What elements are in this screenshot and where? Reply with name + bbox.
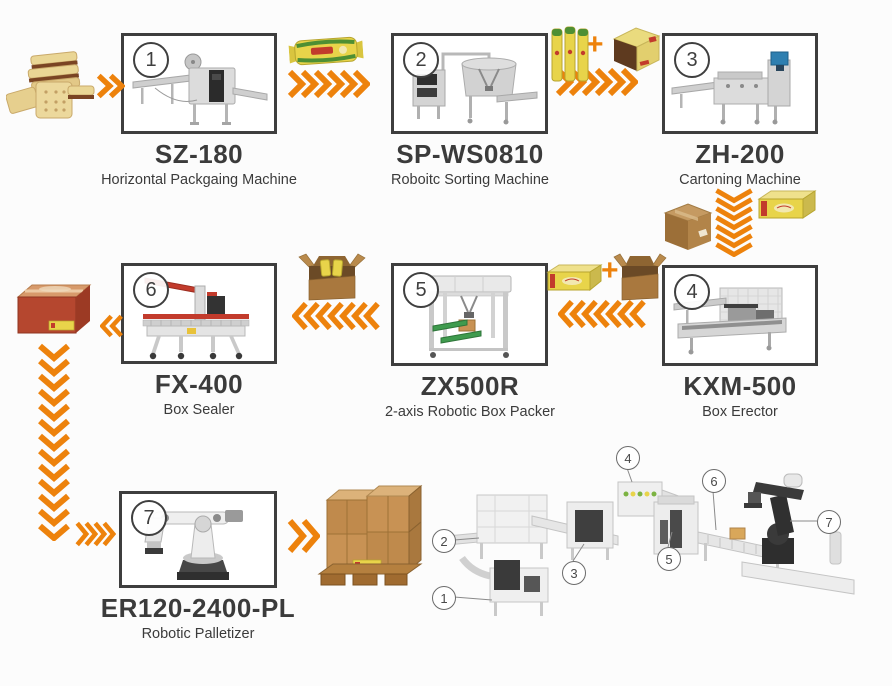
overview-callout-2: 2 (432, 529, 456, 553)
description-label-sz-180: Horizontal Packgaing Machine (101, 172, 297, 188)
flow-arrow-1-to-2 (287, 69, 372, 104)
station-caption-6: FX-400 Box Sealer (87, 369, 311, 418)
sz-180-machine-image (132, 53, 268, 125)
model-label-zh-200: ZH-200 (695, 139, 785, 169)
station-frame-zx500r: 5 (391, 263, 548, 366)
cardboard-box-image (663, 203, 713, 250)
station-caption-4: KXM-500 Box Erector (628, 371, 852, 420)
open-box-image (613, 253, 667, 301)
overview-callout-4: 4 (616, 446, 640, 470)
station-frame-fx-400: 6 (121, 263, 277, 364)
plus-icon: + (586, 28, 604, 61)
model-label-fx-400: FX-400 (154, 369, 244, 399)
flow-arrow-crackers-to-1 (96, 73, 126, 104)
model-label-sp-ws0810: SP-WS0810 (396, 139, 544, 169)
station-caption-7: ER120-2400-PL Robotic Palletizer (86, 593, 310, 642)
station-frame-sz-180: 1 (121, 33, 277, 134)
flow-arrow-4-to-5 (557, 299, 647, 334)
station-frame-kxm-500: 4 (662, 265, 818, 366)
station-frame-er120-2400-pl: 7 (119, 491, 277, 588)
kxm-500-machine-image (673, 287, 787, 355)
station-frame-zh-200: 3 (662, 33, 818, 134)
plus-icon: + (601, 254, 619, 287)
three-packets-image (551, 26, 589, 82)
station-number-badge-5: 5 (403, 272, 439, 308)
description-label-er120-2400-pl: Robotic Palletizer (141, 626, 255, 642)
station-number-badge-4: 4 (674, 274, 710, 310)
station-frame-sp-ws0810: 2 (391, 33, 548, 134)
yellow-carton-image (757, 190, 817, 219)
model-label-zx500r: ZX500R (420, 371, 520, 401)
overview-line-drawing (446, 467, 855, 616)
model-label-sz-180: SZ-180 (154, 139, 244, 169)
flow-arrow-6-to-box (99, 314, 124, 343)
description-label-zx500r: 2-axis Robotic Box Packer (384, 404, 556, 420)
wrapped-packet-image (288, 36, 364, 66)
crackers-product-image (6, 51, 95, 119)
station-caption-5: ZX500R 2-axis Robotic Box Packer (358, 371, 582, 420)
sealed-red-box-image (16, 284, 92, 334)
sp-ws0810-machine-image (412, 52, 538, 125)
station-number-badge-2: 2 (403, 42, 439, 78)
station-caption-2: SP-WS0810 Roboitc Sorting Machine (358, 139, 582, 188)
yellow-carton-image (546, 264, 603, 292)
station-caption-1: SZ-180 Horizontal Packgaing Machine (87, 139, 311, 188)
station-number-badge-1: 1 (133, 42, 169, 78)
description-label-zh-200: Cartoning Machine (679, 172, 801, 188)
palletized-stack-image (317, 484, 423, 586)
complete-line-overview-image: 1 2 3 4 5 6 7 (432, 440, 892, 686)
station-number-badge-3: 3 (674, 42, 710, 78)
zx500r-machine-image (426, 275, 512, 358)
model-label-kxm-500: KXM-500 (683, 371, 797, 401)
station-number-badge-7: 7 (131, 500, 167, 536)
model-label-er120-2400-pl: ER120-2400-PL (100, 593, 296, 623)
carton-tilted-image (612, 27, 661, 72)
description-label-fx-400: Box Sealer (163, 402, 235, 418)
overview-callout-3: 3 (562, 561, 586, 585)
open-box-with-packets-image (298, 253, 366, 301)
station-caption-3: ZH-200 Cartoning Machine (628, 139, 852, 188)
description-label-sp-ws0810: Roboitc Sorting Machine (391, 172, 549, 188)
flow-arrow-down-column (37, 343, 71, 546)
overview-callout-7: 7 (817, 510, 841, 534)
flow-arrow-3-to-4 (714, 188, 754, 262)
flow-arrow-corner-to-7 (75, 521, 117, 552)
flow-arrow-7-to-pallet (287, 518, 321, 559)
overview-callout-5: 5 (657, 547, 681, 571)
overview-callout-1: 1 (432, 586, 456, 610)
flow-arrow-5-to-6 (291, 301, 381, 336)
zh-200-machine-image (671, 51, 791, 125)
station-number-badge-6: 6 (133, 272, 169, 308)
description-label-kxm-500: Box Erector (702, 404, 778, 420)
overview-callout-6: 6 (702, 469, 726, 493)
